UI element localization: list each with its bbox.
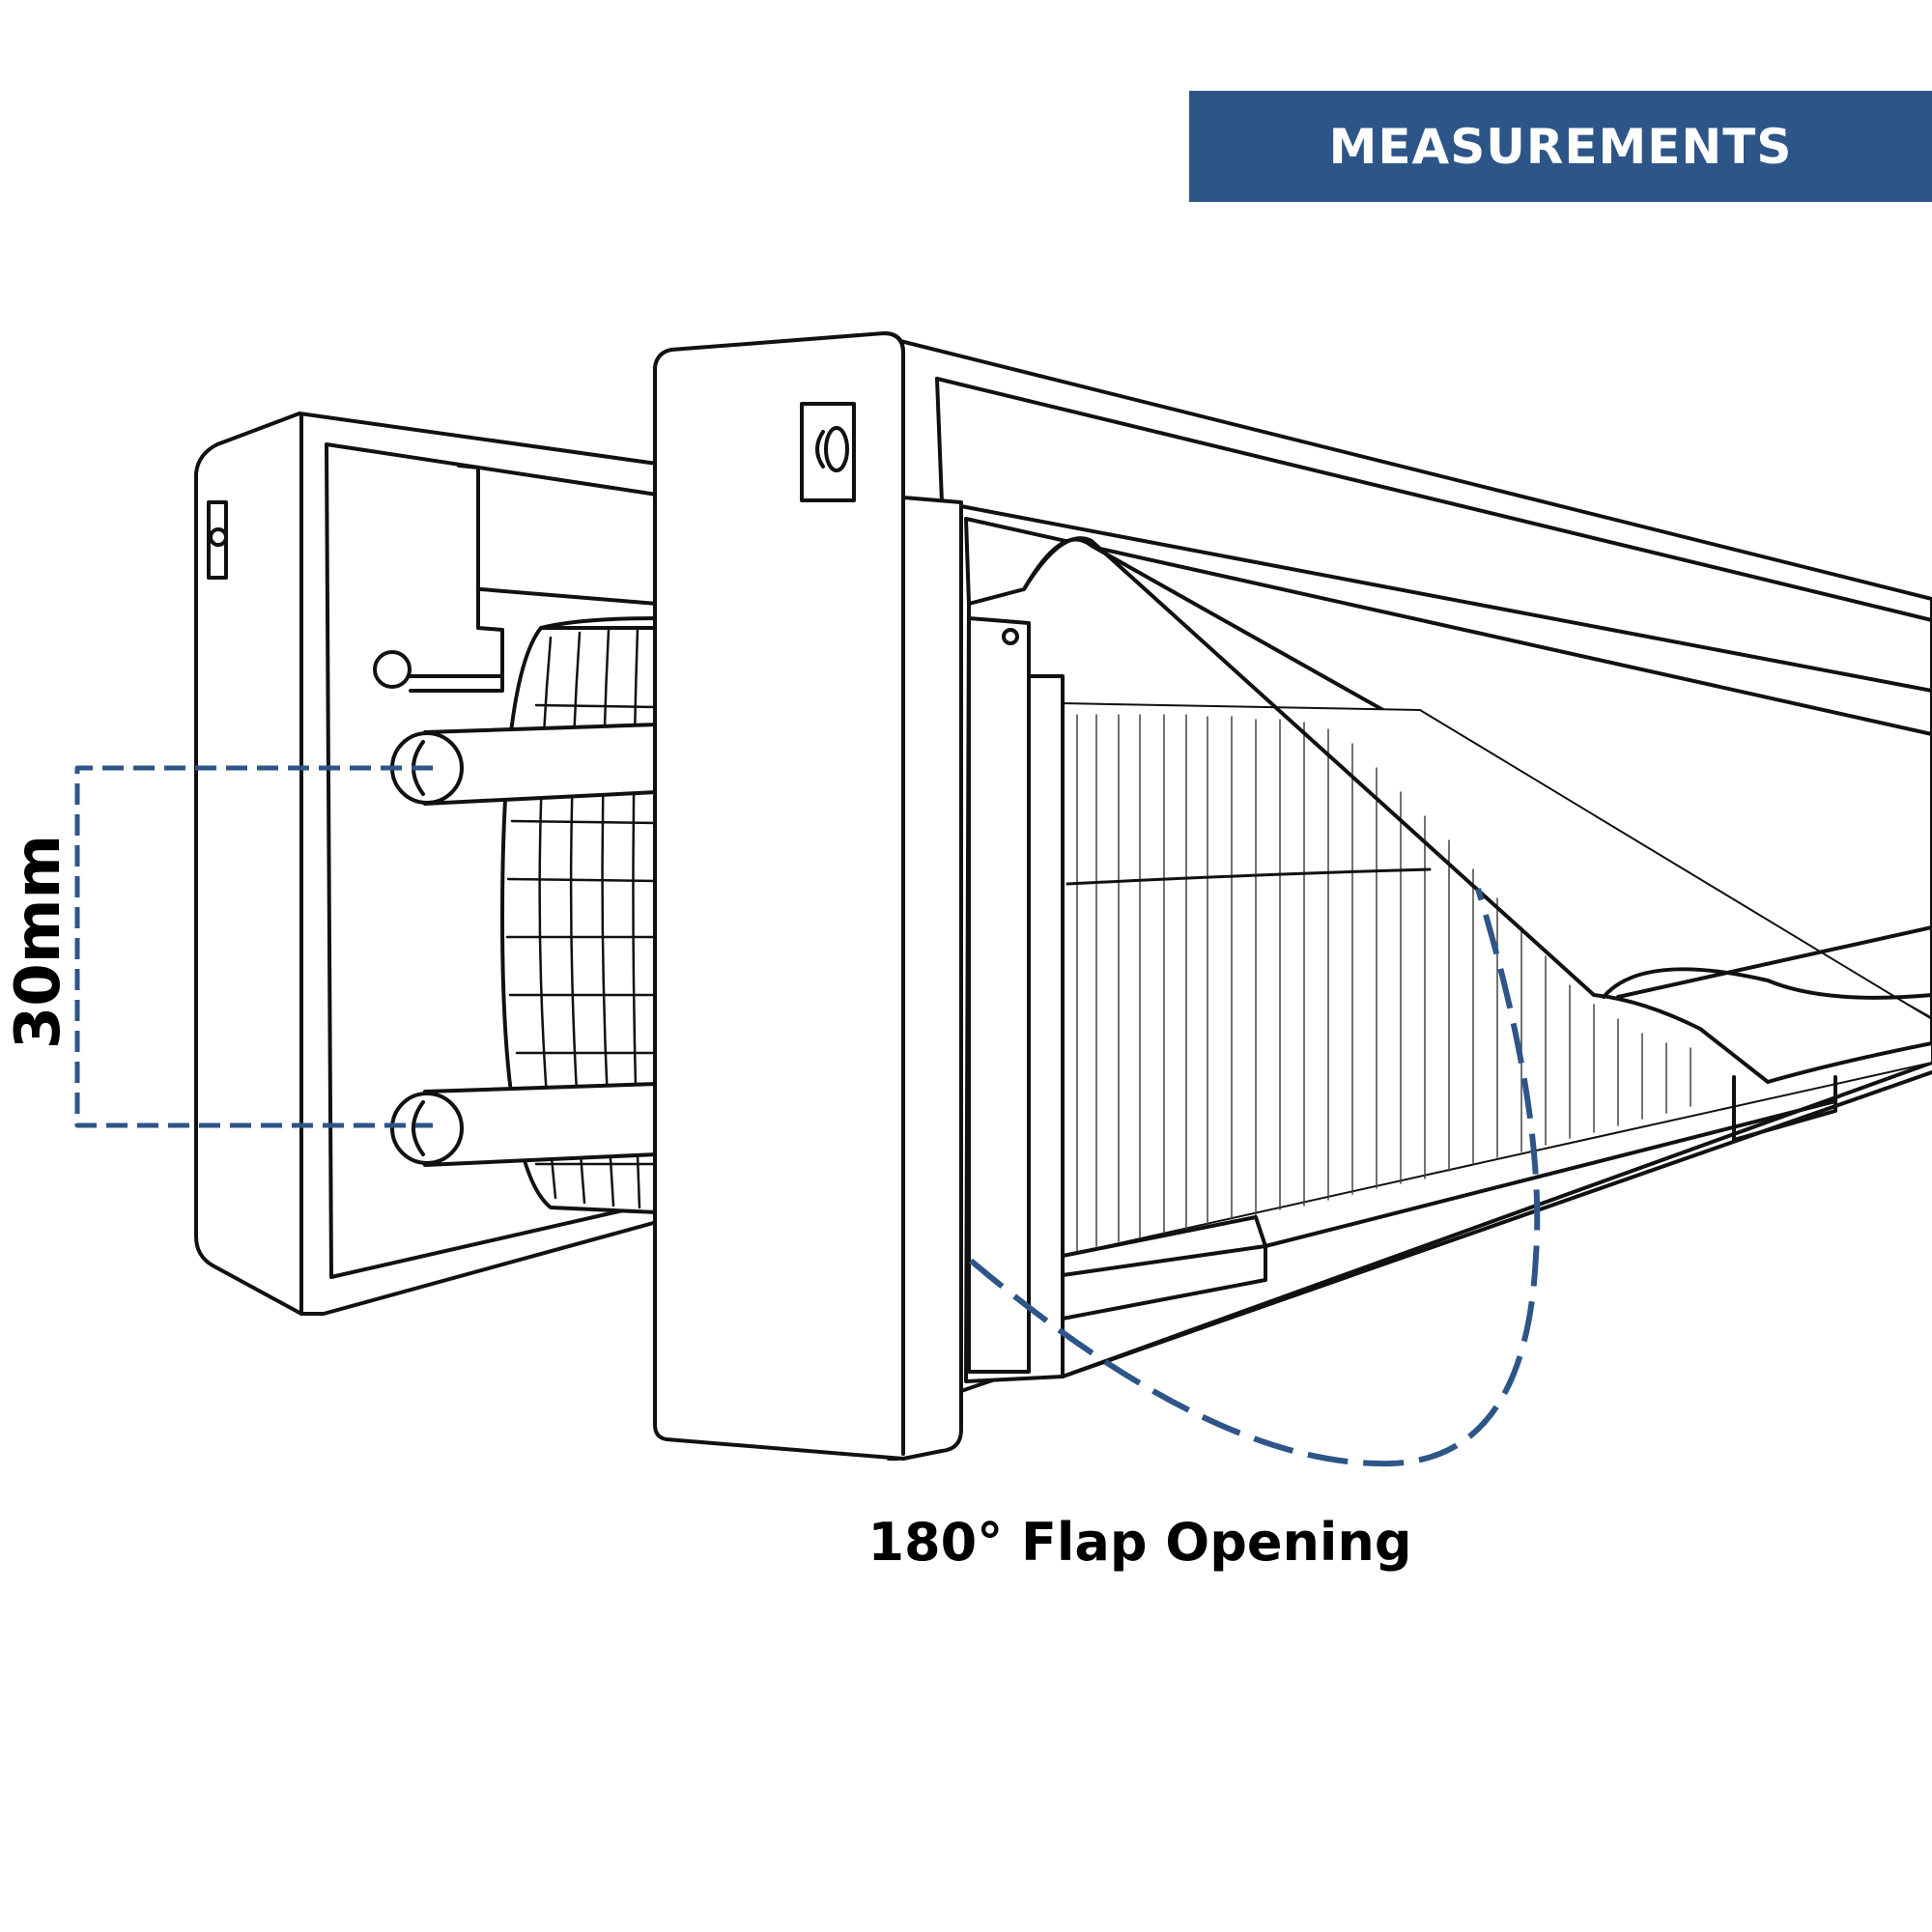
flap-opening-arc bbox=[969, 888, 1541, 1467]
front-frame bbox=[887, 336, 1932, 1461]
front-end-cap bbox=[653, 331, 963, 1461]
dimension-30mm-guide bbox=[74, 765, 433, 1128]
dimension-label: 30mm bbox=[3, 834, 74, 1050]
measurements-banner: MEASUREMENTS bbox=[1189, 91, 1932, 202]
flap-opening-label: 180° Flap Opening bbox=[867, 1512, 1412, 1573]
